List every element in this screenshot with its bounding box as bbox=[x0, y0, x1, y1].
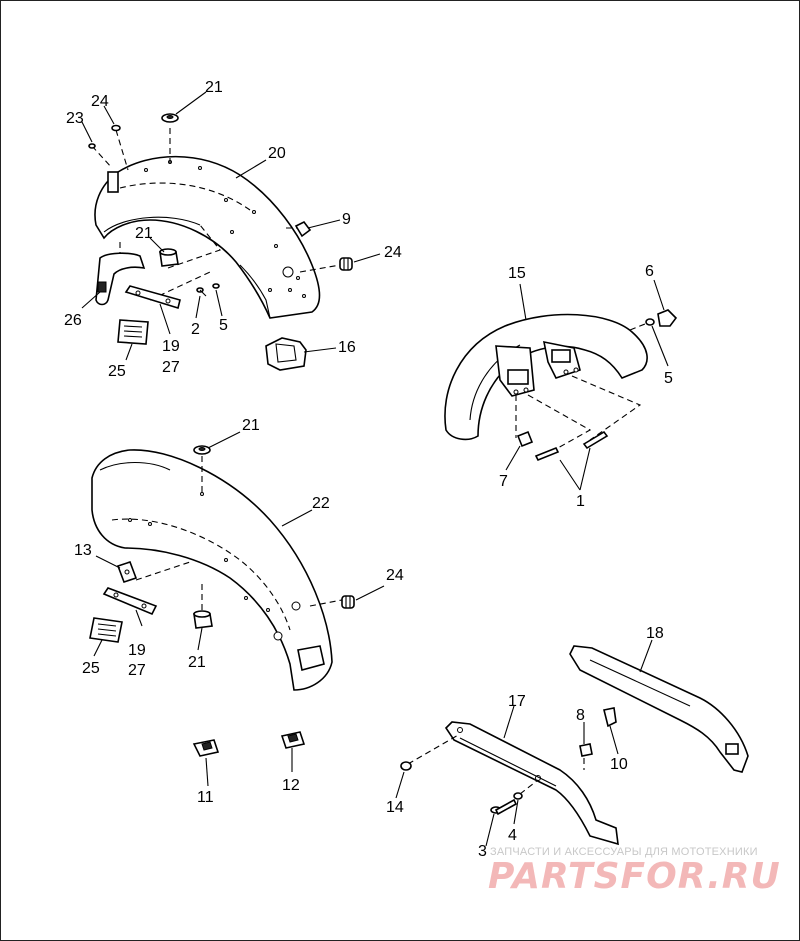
callout-20: 20 bbox=[268, 145, 286, 162]
callout-21: 21 bbox=[205, 79, 223, 96]
part-24-plug-f bbox=[341, 595, 355, 609]
part-5-washer-front bbox=[645, 318, 655, 326]
part-25-reflector-rear bbox=[117, 319, 149, 345]
part-9-clip bbox=[294, 220, 312, 238]
rear-fender-20 bbox=[94, 155, 321, 319]
callout-10: 10 bbox=[610, 756, 628, 773]
callout-8: 8 bbox=[576, 707, 585, 724]
callout-1: 1 bbox=[576, 493, 585, 510]
part-23-screw bbox=[88, 143, 96, 149]
part-16-cover bbox=[265, 337, 307, 371]
callout-24: 24 bbox=[384, 244, 402, 261]
watermark-tagline: ЗАПЧАСТИ И АКСЕССУАРЫ ДЛЯ МОТОТЕХНИКИ bbox=[490, 846, 758, 858]
part-8-nut bbox=[579, 743, 593, 757]
callout-6: 6 bbox=[645, 263, 654, 280]
part-25-reflector-f bbox=[89, 617, 123, 643]
part-3-bolt bbox=[490, 798, 518, 816]
callout-21: 21 bbox=[135, 225, 153, 242]
part-10-clip bbox=[603, 707, 617, 728]
callout-21: 21 bbox=[188, 654, 206, 671]
part-24-plug-rear bbox=[339, 257, 353, 271]
part-17-strut bbox=[444, 721, 619, 846]
part-21-nut-top bbox=[161, 113, 179, 123]
callout-24: 24 bbox=[91, 93, 109, 110]
part-19-bracket-rear bbox=[124, 285, 181, 310]
leader-lines bbox=[81, 91, 669, 847]
part-21-nut-f bbox=[193, 445, 211, 455]
part-19-bracket-f bbox=[102, 587, 158, 616]
callout-18: 18 bbox=[646, 625, 664, 642]
callout-15: 15 bbox=[508, 265, 526, 282]
callout-7: 7 bbox=[499, 473, 508, 490]
part-21-nut-mid bbox=[159, 248, 179, 267]
callout-14: 14 bbox=[386, 799, 404, 816]
part-18-strut bbox=[569, 645, 749, 773]
watermark-logo: PARTSFOR.RU bbox=[488, 856, 781, 897]
part-6-acorn-nut bbox=[657, 309, 678, 327]
front-fender-22 bbox=[91, 449, 333, 691]
part-4-washer bbox=[513, 792, 523, 800]
part-1-bolts bbox=[534, 430, 609, 462]
callout-9: 9 bbox=[342, 211, 351, 228]
part-2-screw bbox=[196, 287, 207, 297]
callout-3: 3 bbox=[478, 843, 487, 860]
part-26-bracket bbox=[95, 252, 146, 306]
callout-19: 19 bbox=[128, 642, 146, 659]
part-13-bracket bbox=[116, 560, 138, 584]
callout-16: 16 bbox=[338, 339, 356, 356]
part-14-plug bbox=[400, 761, 412, 771]
callout-2: 2 bbox=[191, 321, 200, 338]
callout-labels: 21 24 23 20 9 21 24 26 2 5 19 27 25 16 1… bbox=[64, 79, 673, 860]
callout-23: 23 bbox=[66, 110, 84, 127]
callout-12: 12 bbox=[282, 777, 300, 794]
callout-26: 26 bbox=[64, 312, 82, 329]
part-24-plug-top bbox=[111, 124, 121, 132]
callout-24: 24 bbox=[386, 567, 404, 584]
callout-5: 5 bbox=[219, 317, 228, 334]
part-5-washer-rear bbox=[212, 283, 220, 289]
callout-25: 25 bbox=[108, 363, 126, 380]
front-fender-15 bbox=[444, 313, 648, 441]
part-21-nut-bot bbox=[193, 610, 213, 629]
callout-27: 27 bbox=[128, 662, 146, 679]
callout-22: 22 bbox=[312, 495, 330, 512]
part-12-clip bbox=[280, 731, 306, 749]
callout-25: 25 bbox=[82, 660, 100, 677]
callout-27: 27 bbox=[162, 359, 180, 376]
callout-21: 21 bbox=[242, 417, 260, 434]
callout-19: 19 bbox=[162, 338, 180, 355]
part-11-clip bbox=[192, 739, 220, 757]
callout-5: 5 bbox=[664, 370, 673, 387]
callout-17: 17 bbox=[508, 693, 526, 710]
callout-4: 4 bbox=[508, 827, 517, 844]
part-7-nut bbox=[516, 430, 534, 448]
callout-11: 11 bbox=[197, 789, 214, 806]
callout-13: 13 bbox=[74, 542, 92, 559]
